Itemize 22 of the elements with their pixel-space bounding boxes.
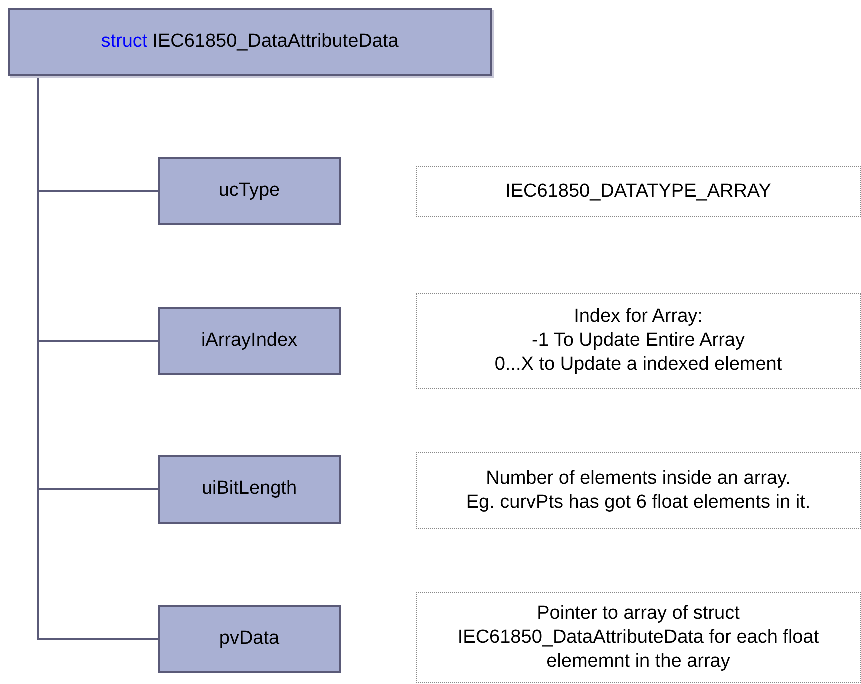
description-text: IEC61850_DATATYPE_ARRAY	[506, 180, 772, 204]
description-text: Index for Array:	[574, 305, 703, 329]
keyword-text: struct	[101, 30, 148, 54]
struct-name: IEC61850_DataAttributeData	[152, 30, 399, 54]
field-name: pvData	[219, 626, 280, 651]
description-box	[416, 592, 861, 683]
description-box	[416, 166, 861, 217]
description-text: Number of elements inside an array.	[486, 466, 791, 490]
description-text: -1 To Update Entire Array	[532, 329, 745, 353]
field-name: uiBitLength	[202, 477, 298, 502]
description-text: Eg. curvPts has got 6 float elements in it.	[466, 490, 811, 514]
description-box	[416, 452, 861, 529]
description-text: 0...X to Update a indexed element	[494, 353, 782, 377]
field-box	[158, 455, 341, 524]
field-box	[158, 157, 341, 225]
description-text: Pointer to array of struct IEC61850_DataAttributeData for each float elememnt in the array	[456, 602, 820, 674]
field-name: iArrayIndex	[201, 328, 298, 353]
field-box	[158, 307, 341, 375]
field-name: ucType	[218, 178, 280, 203]
field-box	[158, 605, 341, 673]
description-box	[416, 293, 861, 389]
struct-box	[8, 8, 492, 76]
